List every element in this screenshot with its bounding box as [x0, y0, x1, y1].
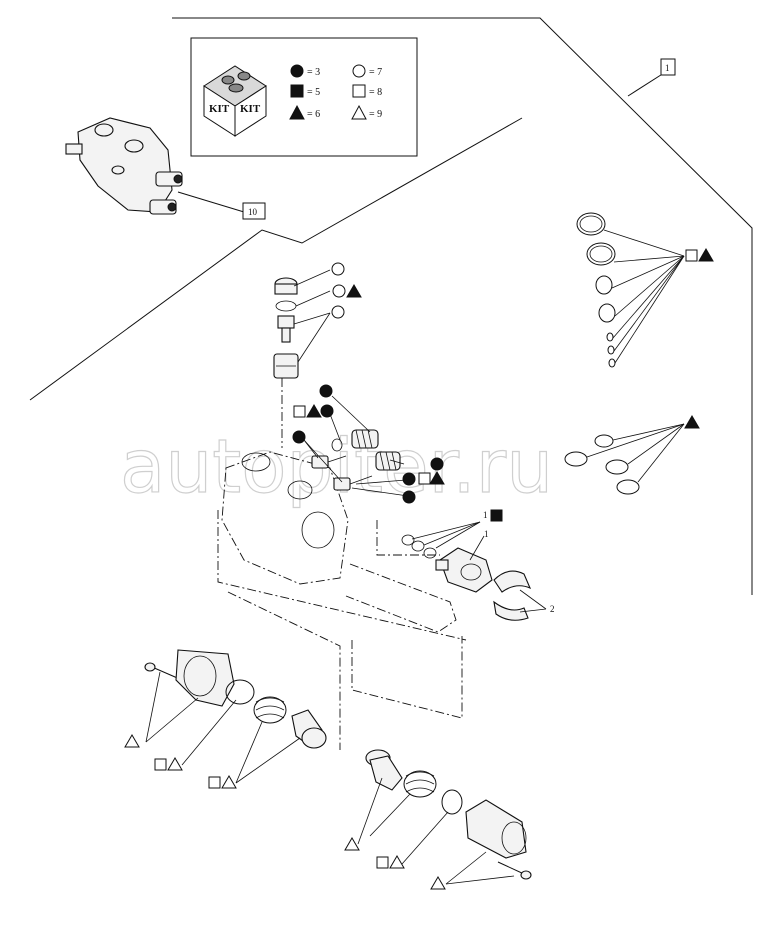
svg-text:= 9: = 9 [369, 109, 382, 120]
end-cap-right [344, 749, 532, 890]
svg-text:1: 1 [665, 63, 670, 73]
legend-filled-circle: = 3 [290, 64, 320, 78]
svg-text:= 6: = 6 [307, 109, 320, 120]
spring-poppet-group [311, 429, 401, 491]
plug-stack-leaders [293, 262, 362, 363]
svg-text:= 7: = 7 [369, 67, 382, 78]
kit-label-right: KIT [240, 103, 261, 115]
svg-text:= 5: = 5 [307, 87, 320, 98]
svg-text:= 8: = 8 [369, 87, 382, 98]
legend-open-square: = 8 [352, 84, 382, 98]
valve-body [221, 451, 457, 633]
seal-kit-leaders [603, 229, 714, 364]
assembly-centerlines [217, 378, 467, 750]
plug-stack [273, 277, 299, 379]
svg-text:10: 10 [248, 207, 258, 217]
ref-cartridge: 1 [484, 529, 489, 539]
ref-seal-top: 1 [483, 510, 488, 520]
spring-right [403, 770, 437, 798]
spring-poppet-leaders [292, 384, 445, 504]
legend-filled-square: = 5 [290, 84, 320, 98]
spool-retainer-right [365, 749, 403, 791]
legend-open-triangle: = 9 [351, 104, 382, 120]
boundary-lines [29, 17, 753, 595]
kit-label-left: KIT [209, 103, 230, 115]
spool-retainer-left [291, 709, 327, 749]
end-cap-left [124, 649, 327, 789]
legend-open-circle: = 7 [352, 64, 382, 78]
kit-legend: KIT KIT = 3 = 5 = 6 = 7 = 8 = 9 [190, 37, 418, 157]
watermark: autopiter.ru [120, 424, 553, 510]
control-valve-assembly [65, 117, 183, 215]
kit-box-icon: KIT KIT [203, 65, 267, 137]
legend-filled-triangle: = 6 [289, 104, 320, 120]
ref-box-top: 1 [660, 58, 676, 76]
retaining-clip: 2 [493, 570, 555, 621]
ref-box-valve: 10 [242, 202, 266, 220]
seal-kit [576, 212, 616, 368]
svg-text:= 3: = 3 [307, 67, 320, 78]
o-ring-set [564, 415, 700, 495]
relief-cartridge: 1 1 [401, 509, 503, 593]
ref-clip: 2 [550, 604, 555, 614]
spring-left [253, 696, 287, 724]
